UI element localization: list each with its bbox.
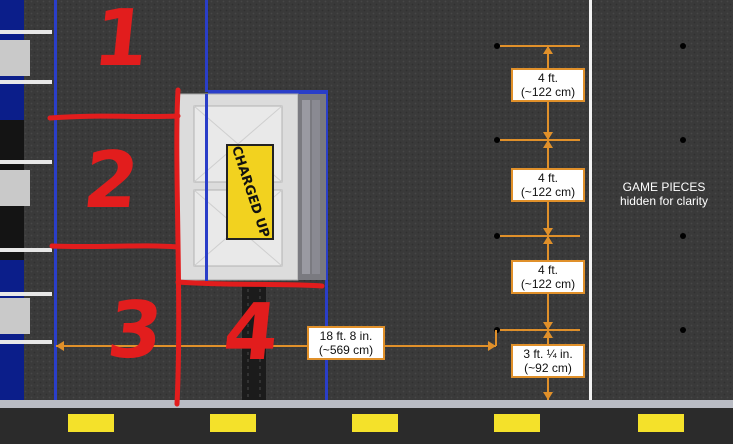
dimension-label: 4 ft. (~122 cm) [511,68,585,102]
charge-station-ramp [242,282,266,400]
charged-up-logo-text: CHARGED UP [228,144,272,240]
grid-wall [0,0,52,400]
dimension-label: 4 ft. (~122 cm) [511,260,585,294]
bumper-bar [638,414,684,432]
game-pieces-note: GAME PIECES hidden for clarity [619,180,709,208]
bumper-bar [68,414,114,432]
bumper-bar [494,414,540,432]
bumper-bar [352,414,398,432]
marker-dot [680,43,686,49]
zone-number-4: 4 [219,288,284,378]
tape-line-blue-3 [325,92,328,402]
tape-line-white [589,0,592,402]
zone-number-1: 1 [89,0,154,84]
marker-dot [680,233,686,239]
tape-line-blue-1 [54,0,57,402]
marker-dot [680,137,686,143]
dimension-label: 4 ft. (~122 cm) [511,168,585,202]
marker-dot [494,233,500,239]
marker-dot [494,137,500,143]
dimension-label: 18 ft. 8 in. (~569 cm) [307,326,385,360]
charged-up-logo: CHARGED UP [226,144,274,240]
dimension-label: 3 ft. ¼ in. (~92 cm) [511,344,585,378]
tape-line-blue-2 [205,0,208,92]
marker-dot [494,43,500,49]
bottom-wall [0,400,733,444]
marker-dot [680,327,686,333]
bumper-bar [210,414,256,432]
dimension-lines [56,45,580,400]
zone-number-2: 2 [79,136,144,226]
annotation-lines [47,87,325,407]
zone-number-3: 3 [103,286,168,376]
